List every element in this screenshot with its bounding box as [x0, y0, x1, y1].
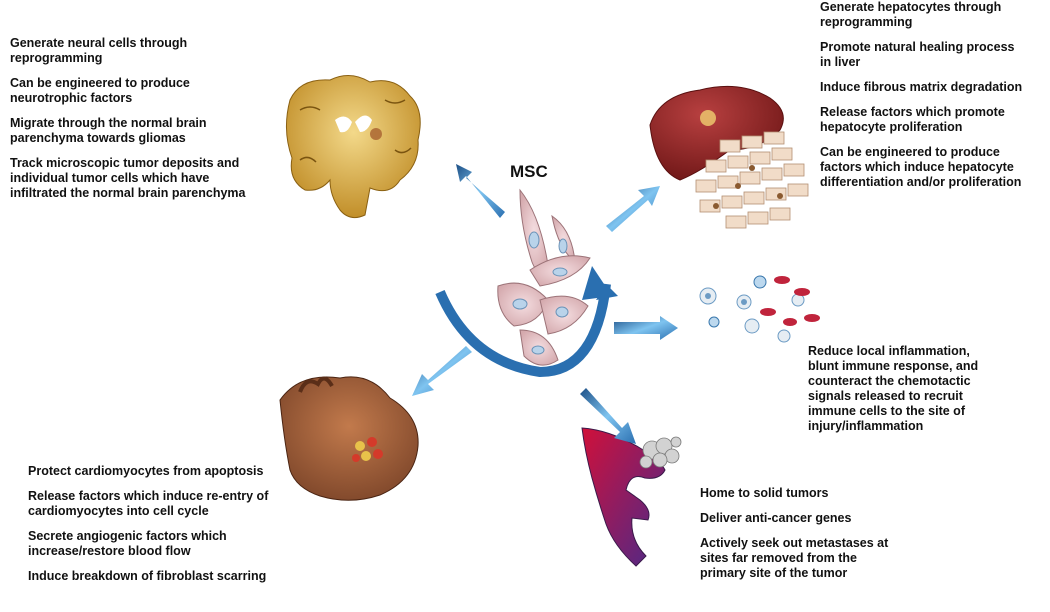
tumor-item: Actively seek out metastases at sites fa… — [700, 536, 889, 580]
arrow-to-immune — [614, 316, 678, 340]
immune-functions-list: Reduce local inflammation, blunt immune … — [808, 344, 1013, 444]
brain-illustration — [286, 75, 421, 219]
arrow-to-heart — [412, 346, 472, 396]
liver-illustration — [649, 85, 809, 229]
heart-illustration — [279, 376, 419, 501]
arrow-to-liver — [606, 186, 660, 232]
hepatocyte-grid — [695, 131, 809, 229]
tumor-item: Deliver anti-cancer genes — [700, 511, 852, 525]
brain-item: Track microscopic tumor deposits and ind… — [10, 156, 246, 200]
immune-item: Reduce local inflammation, blunt immune … — [808, 344, 979, 433]
msc-cells — [497, 188, 591, 366]
msc-label: MSC — [510, 162, 548, 181]
brain-functions-list: Generate neural cells through reprogramm… — [10, 36, 300, 211]
heart-item: Protect cardiomyocytes from apoptosis — [28, 464, 264, 478]
brain-item: Generate neural cells through reprogramm… — [10, 36, 188, 65]
tumor-item: Home to solid tumors — [700, 486, 829, 500]
liver-item: Generate hepatocytes through reprogrammi… — [820, 0, 1002, 29]
heart-item: Secrete angiogenic factors which increas… — [28, 529, 227, 558]
tumor-mass — [639, 436, 682, 469]
curved-arrow — [435, 266, 618, 378]
liver-functions-list: Generate hepatocytes through reprogrammi… — [820, 0, 1050, 200]
liver-item: Induce fibrous matrix degradation — [820, 80, 1023, 94]
liver-item: Release factors which promote hepatocyte… — [820, 105, 1005, 134]
heart-functions-list: Protect cardiomyocytes from apoptosis Re… — [28, 464, 318, 594]
vessel-tumor-illustration — [581, 427, 682, 567]
arrow-to-tumor — [580, 388, 636, 444]
arrow-to-brain — [456, 164, 505, 218]
tumor-functions-list: Home to solid tumors Deliver anti-cancer… — [700, 486, 930, 591]
liver-item: Can be engineered to produce factors whi… — [820, 145, 1022, 189]
heart-item: Release factors which induce re-entry of… — [28, 489, 269, 518]
immune-cells-illustration — [699, 275, 820, 343]
heart-item: Induce breakdown of fibroblast scarring — [28, 569, 267, 583]
liver-item: Promote natural healing process in liver — [820, 40, 1015, 69]
brain-item: Can be engineered to produce neurotrophi… — [10, 76, 190, 105]
brain-item: Migrate through the normal brain parench… — [10, 116, 207, 145]
